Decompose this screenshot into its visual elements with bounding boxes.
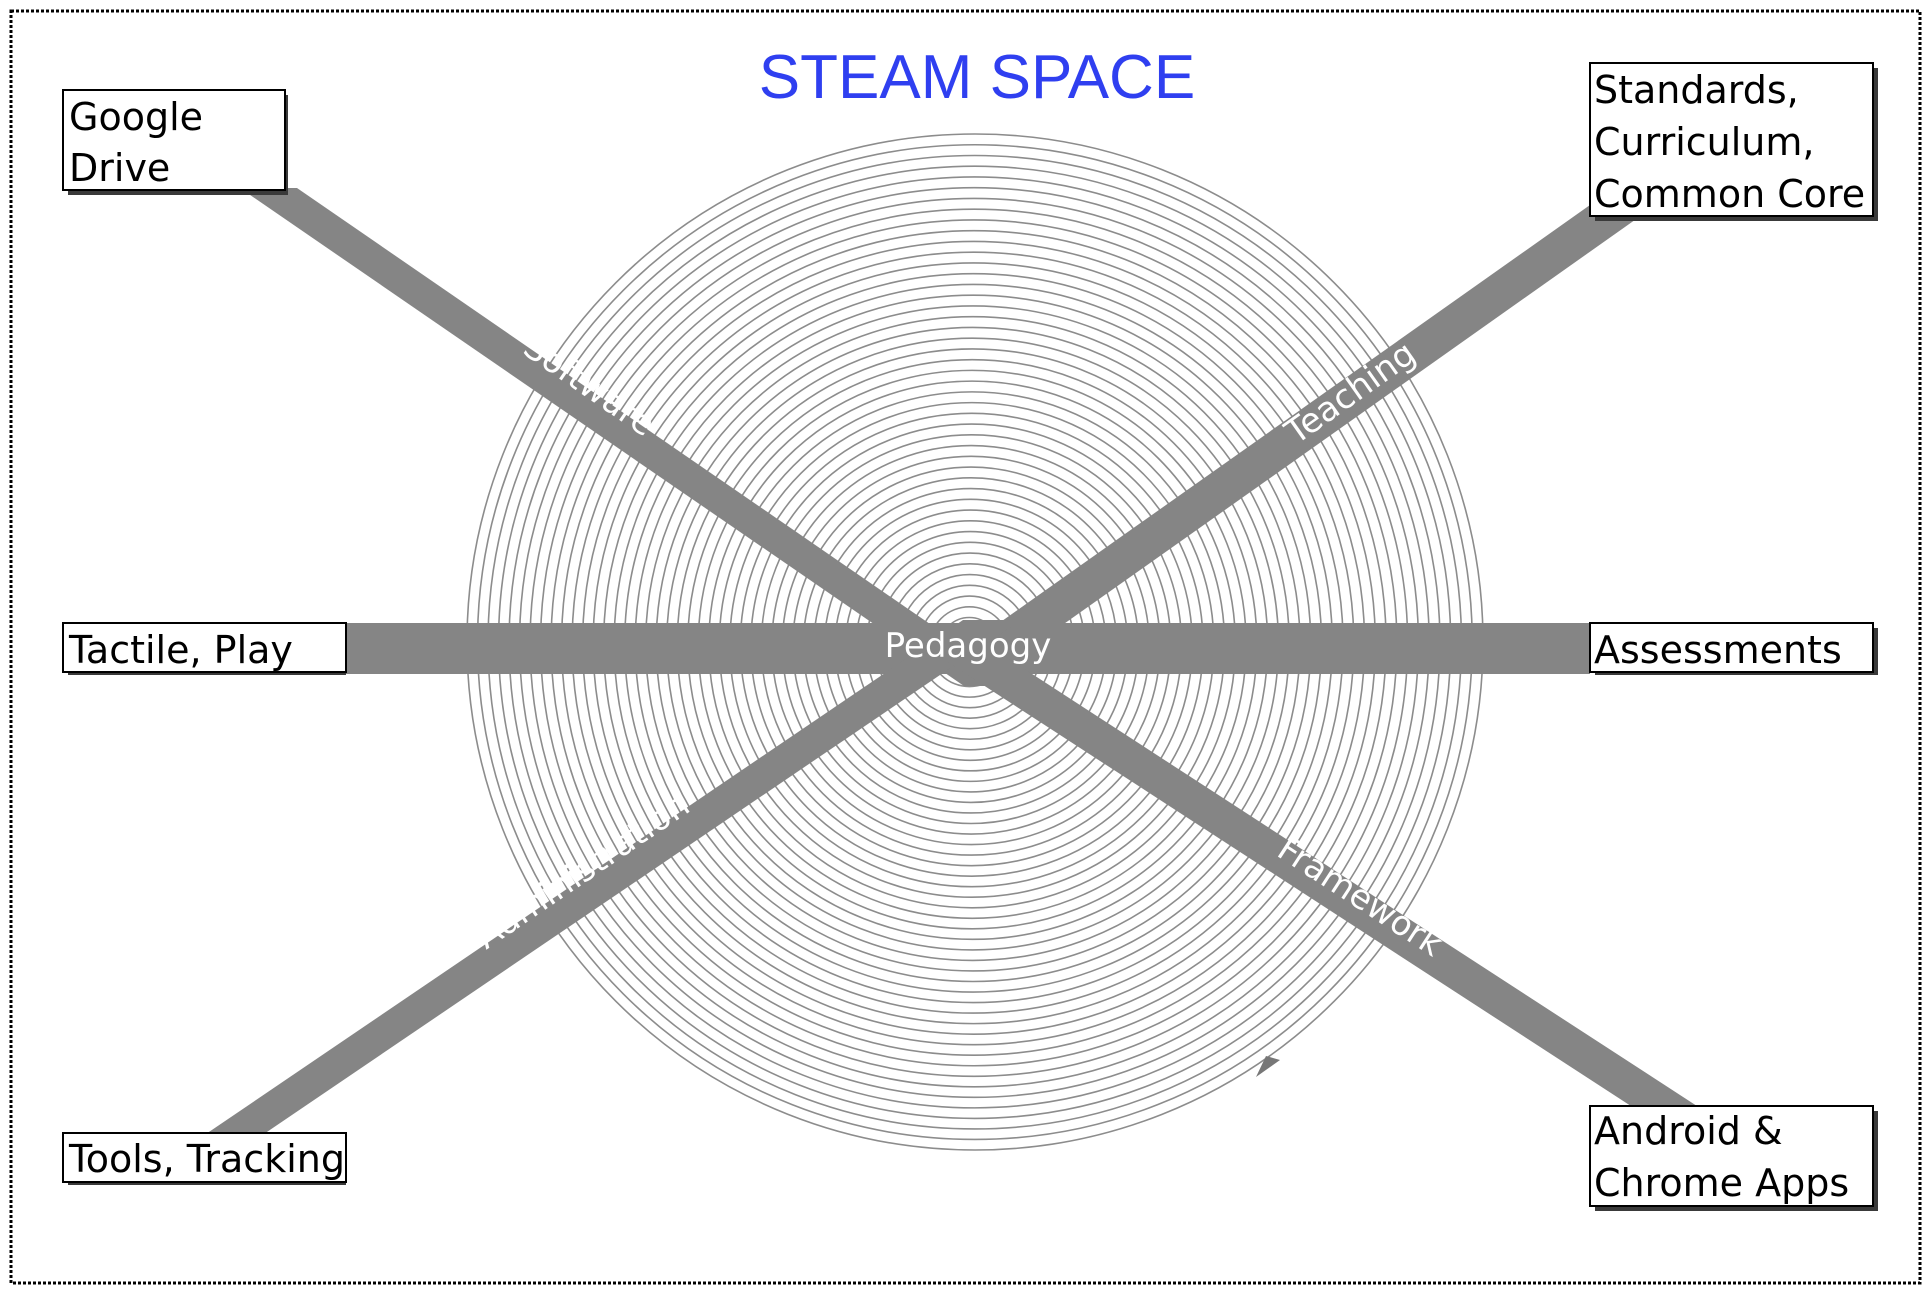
node-assessments-text: Assessments bbox=[1594, 628, 1842, 672]
hub-label: Pedagogy bbox=[885, 626, 1052, 666]
node-standards-line-2: Curriculum, bbox=[1594, 120, 1814, 164]
node-google-drive: Google Drive bbox=[62, 89, 288, 195]
node-tactile-play: Tactile, Play bbox=[62, 622, 347, 675]
node-assessments: Assessments bbox=[1589, 622, 1878, 675]
svg-text:Standards, Curriculum,: Standards, Curriculum, Common Core bbox=[1594, 68, 1865, 216]
node-google-drive-line-1: Google bbox=[69, 95, 203, 139]
node-android-line-1: Android & bbox=[1594, 1109, 1783, 1153]
spoke-framework bbox=[937, 655, 1700, 1108]
node-standards-curriculum: Standards, Curriculum, Common Core bbox=[1589, 62, 1878, 221]
svg-text:Android & Chrome Apps: Android & Chrome Apps bbox=[1594, 1109, 1849, 1205]
node-google-drive-line-2: Drive bbox=[69, 146, 170, 190]
diagram-frame bbox=[9, 9, 1922, 1285]
spoke-teaching bbox=[937, 205, 1656, 667]
node-tactile-play-text: Tactile, Play bbox=[68, 628, 293, 672]
diagram-title: STEAM SPACE bbox=[759, 43, 1195, 112]
svg-text:Google Drive: Google Drive bbox=[69, 95, 215, 190]
spiral-arrowhead-icon bbox=[1256, 1056, 1280, 1077]
node-tools-tracking-text: Tools, Tracking bbox=[68, 1137, 345, 1181]
spokes bbox=[203, 188, 1700, 1136]
spoke-label-teaching: Teaching bbox=[1277, 333, 1423, 453]
spoke-software bbox=[240, 188, 1020, 686]
node-android-chrome-apps: Android & Chrome Apps bbox=[1589, 1105, 1878, 1211]
node-android-line-2: Chrome Apps bbox=[1594, 1161, 1849, 1205]
node-tools-tracking: Tools, Tracking bbox=[62, 1132, 347, 1185]
spoke-label-framework: Framework bbox=[1270, 829, 1450, 965]
node-standards-line-3: Common Core bbox=[1594, 172, 1865, 216]
spoke-administration bbox=[203, 620, 1021, 1136]
node-standards-line-1: Standards, bbox=[1594, 68, 1799, 112]
